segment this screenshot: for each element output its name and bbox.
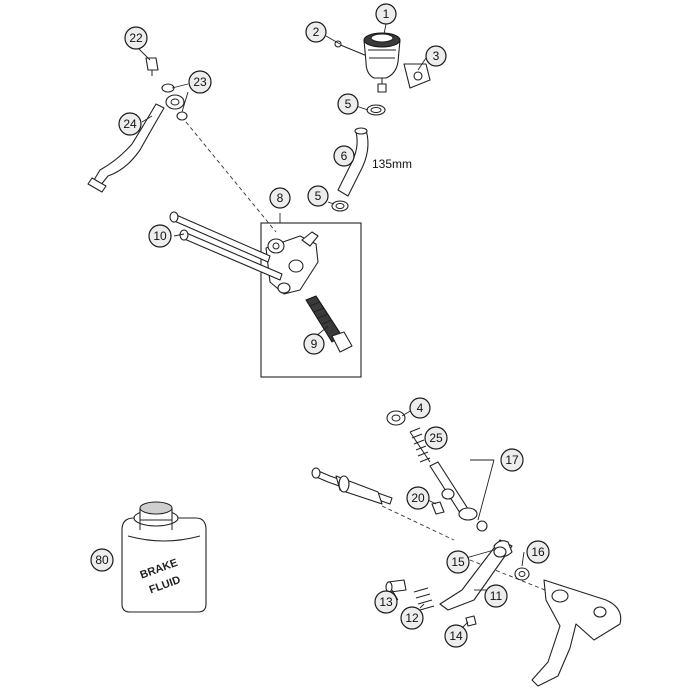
svg-text:80: 80 [95, 553, 109, 567]
callout-12: 12 [400, 606, 424, 630]
dust-cover [386, 410, 406, 426]
callout-25: 25 [424, 426, 448, 450]
brake-pedal [439, 539, 513, 611]
callout-22: 22 [124, 26, 148, 50]
master-cylinder-box [260, 222, 362, 378]
footrest-bracket [531, 579, 622, 687]
callout-4: 4 [409, 397, 431, 419]
piston-kit [305, 295, 353, 353]
bolt-20 [431, 501, 445, 515]
assembly-leader-line [185, 121, 277, 233]
svg-text:20: 20 [411, 491, 425, 505]
svg-text:24: 24 [123, 117, 137, 131]
svg-text:5: 5 [345, 97, 352, 111]
spring-12 [413, 587, 435, 611]
svg-text:12: 12 [405, 611, 419, 625]
svg-text:6: 6 [341, 149, 348, 163]
svg-text:4: 4 [417, 401, 424, 415]
master-cylinder [265, 231, 319, 295]
callout-5-upper: 5 [337, 93, 359, 115]
callout-3: 3 [425, 45, 447, 67]
svg-text:10: 10 [153, 229, 167, 243]
callout-23: 23 [188, 70, 212, 94]
svg-text:8: 8 [277, 191, 284, 205]
callout-2: 2 [305, 21, 327, 43]
mounting-bolts [169, 211, 283, 281]
svg-text:16: 16 [531, 545, 545, 559]
callout-14: 14 [444, 624, 468, 648]
return-spring-25 [409, 427, 431, 463]
callout-24: 24 [118, 112, 142, 136]
reservoir-hose [337, 127, 369, 197]
callout-80: 80 [90, 548, 114, 572]
callout-8: 8 [269, 187, 291, 209]
callout-11: 11 [484, 584, 508, 608]
callout-13: 13 [374, 590, 398, 614]
hose-clamp-upper [366, 104, 386, 116]
svg-text:2: 2 [313, 25, 320, 39]
svg-text:23: 23 [193, 75, 207, 89]
hose-length-label: 135mm [372, 157, 412, 171]
callout-9: 9 [303, 333, 325, 355]
svg-text:22: 22 [129, 31, 143, 45]
callout-15: 15 [446, 550, 470, 574]
callout-1: 1 [375, 3, 397, 25]
svg-text:15: 15 [451, 555, 465, 569]
brake-line [87, 94, 185, 193]
callout-17: 17 [500, 448, 524, 472]
callout-16: 16 [526, 540, 550, 564]
callout-10: 10 [148, 224, 172, 248]
svg-text:5: 5 [315, 189, 322, 203]
washer-16 [514, 567, 530, 581]
seal-ring [161, 83, 188, 121]
callout-6: 6 [333, 145, 355, 167]
brake-fluid-reservoir [334, 32, 431, 93]
callout-5-lower: 5 [307, 185, 329, 207]
callout-20: 20 [406, 486, 430, 510]
pedal-pivot-bolt [311, 467, 393, 505]
pedal-leader-line [381, 505, 455, 541]
push-rod-assembly [429, 461, 488, 532]
svg-text:1: 1 [383, 7, 390, 21]
screw-14 [465, 615, 477, 627]
stop-bolt-13 [385, 579, 407, 593]
bleed-screw [145, 57, 159, 76]
svg-text:13: 13 [379, 595, 393, 609]
hose-clamp-lower [331, 200, 349, 212]
svg-text:17: 17 [505, 453, 519, 467]
svg-text:25: 25 [429, 431, 443, 445]
brake-fluid-can: BRAKE FLUID [121, 501, 207, 613]
svg-text:9: 9 [311, 337, 318, 351]
svg-text:14: 14 [449, 629, 463, 643]
svg-text:3: 3 [433, 49, 440, 63]
svg-text:11: 11 [490, 589, 503, 603]
